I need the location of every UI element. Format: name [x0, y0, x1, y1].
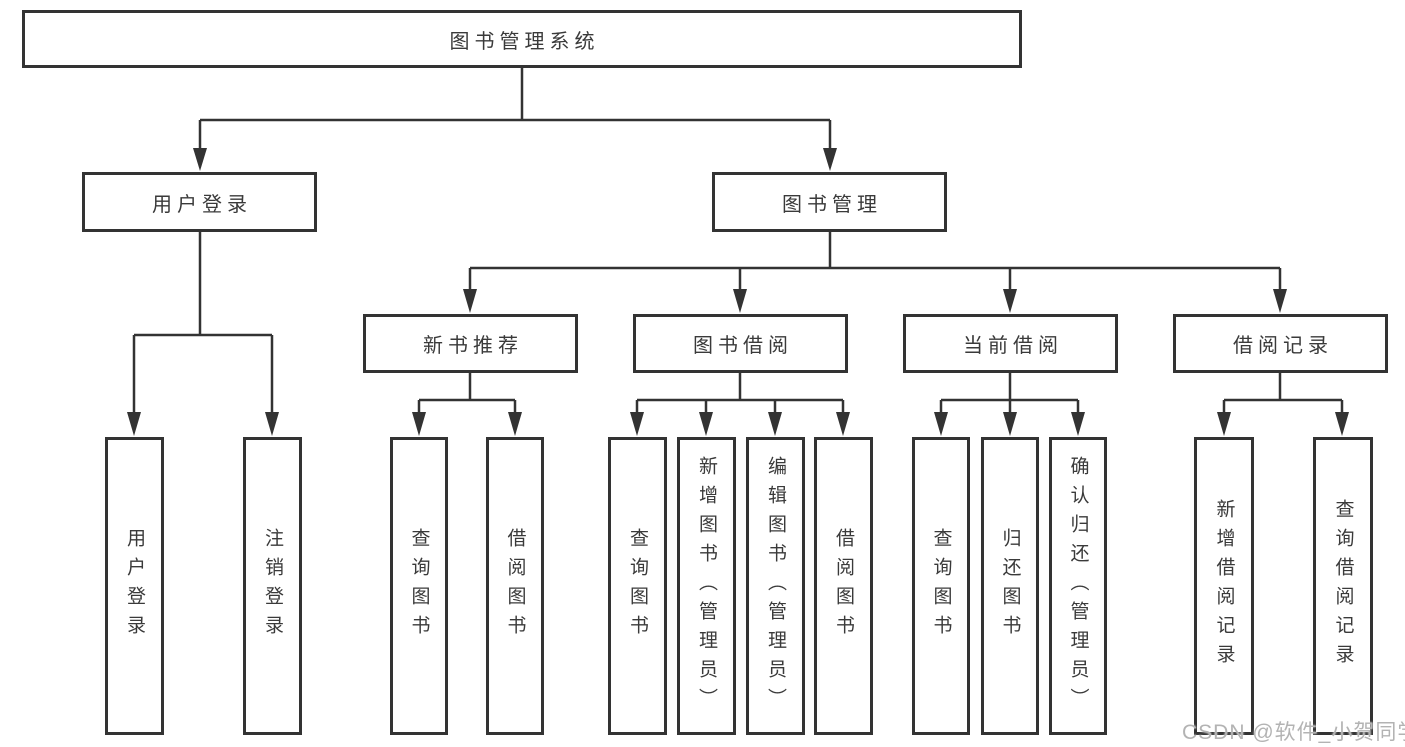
leaf-label: 归还图书 [999, 528, 1021, 644]
leaf-node-query-books-recommend: 查询图书 [390, 437, 448, 735]
leaf-node-confirm-return-admin: 确认归还（管理员） [1049, 437, 1107, 735]
leaf-label: 编辑图书（管理员） [765, 455, 786, 717]
leaf-label: 查询图书 [930, 528, 952, 644]
branch-node-current-borrowing: 当前借阅 [903, 314, 1118, 373]
leaf-node-borrow-books-recommend: 借阅图书 [486, 437, 544, 735]
leaf-node-query-books-borrowing: 查询图书 [608, 437, 667, 735]
leaf-node-query-books-current: 查询图书 [912, 437, 970, 735]
leaf-node-logout: 注销登录 [243, 437, 302, 735]
branch-node-new-book-recommendation: 新书推荐 [363, 314, 578, 373]
leaf-label: 借阅图书 [833, 528, 854, 644]
leaf-node-borrow-books: 借阅图书 [814, 437, 873, 735]
leaf-label: 借阅图书 [504, 528, 526, 644]
leaf-label: 用户登录 [124, 528, 145, 644]
leaf-label: 查询图书 [627, 528, 648, 644]
leaf-node-query-borrow-record: 查询借阅记录 [1313, 437, 1373, 735]
leaf-label: 注销登录 [262, 528, 283, 644]
leaf-node-add-books-admin: 新增图书（管理员） [677, 437, 736, 735]
branch-node-borrowing-records: 借阅记录 [1173, 314, 1388, 373]
arrowheads [127, 148, 1349, 436]
root-node-library-management-system: 图书管理系统 [22, 10, 1022, 68]
branch-node-user-login: 用户登录 [82, 172, 317, 232]
branch-node-book-borrowing: 图书借阅 [633, 314, 848, 373]
leaf-node-return-books: 归还图书 [981, 437, 1039, 735]
leaf-node-add-borrow-record: 新增借阅记录 [1194, 437, 1254, 735]
leaf-label: 新增借阅记录 [1213, 499, 1235, 673]
branch-node-book-management: 图书管理 [712, 172, 947, 232]
leaf-node-edit-books-admin: 编辑图书（管理员） [746, 437, 805, 735]
leaf-label: 新增图书（管理员） [696, 455, 717, 717]
leaf-label: 查询图书 [408, 528, 430, 644]
leaf-label: 确认归还（管理员） [1067, 455, 1089, 717]
leaf-node-user-login: 用户登录 [105, 437, 164, 735]
csdn-watermark: CSDN @软件_小贺同学 [1182, 721, 1405, 744]
leaf-label: 查询借阅记录 [1332, 499, 1354, 673]
